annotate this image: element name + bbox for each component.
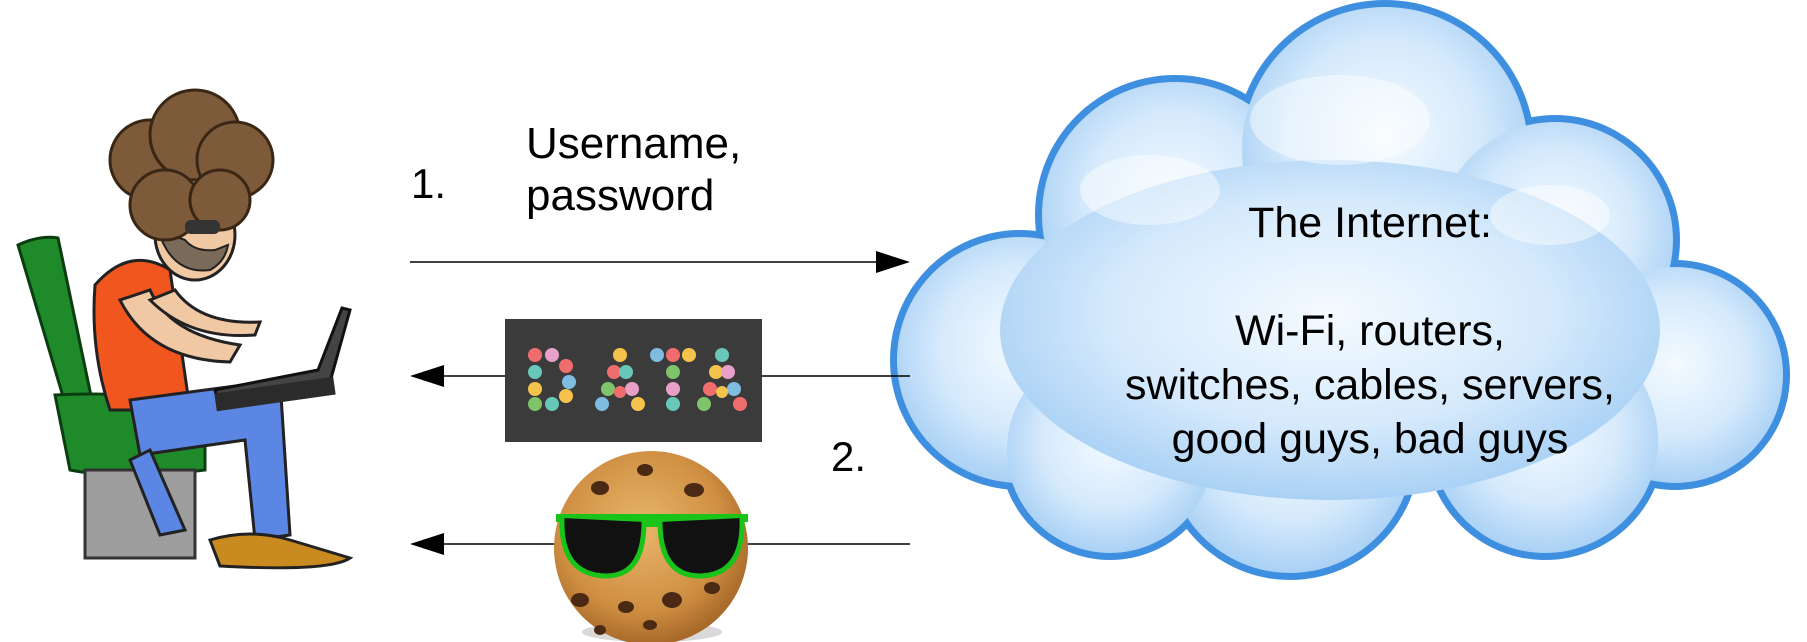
cloud-line-1: Wi-Fi, routers,	[1235, 307, 1505, 355]
step-1-number: 1.	[411, 160, 447, 207]
data-badge-letter-a2	[697, 348, 747, 411]
credentials-line-2: password	[526, 171, 715, 220]
cloud-text: The Internet: Wi-Fi, routers, switches, …	[1060, 196, 1680, 466]
data-badge-letter-a1	[595, 348, 645, 411]
person-typing-on-laptop-icon	[16, 88, 354, 570]
data-badge-letter-t	[650, 348, 696, 411]
credentials-line-1: Username,	[526, 119, 742, 168]
cloud-text-spacer	[1060, 250, 1680, 304]
cookie-with-sunglasses-icon	[554, 451, 748, 642]
data-badge	[505, 319, 762, 442]
credentials-label: Username, password	[526, 118, 741, 222]
request-arrow	[410, 251, 910, 273]
step-2-number: 2.	[831, 433, 867, 480]
cloud-line-3: good guys, bad guys	[1171, 415, 1569, 463]
cloud-line-2: switches, cables, servers,	[1125, 361, 1615, 409]
data-badge-letter-d	[528, 348, 576, 411]
cloud-icon	[890, 0, 1790, 580]
cloud-title: The Internet:	[1248, 199, 1492, 247]
